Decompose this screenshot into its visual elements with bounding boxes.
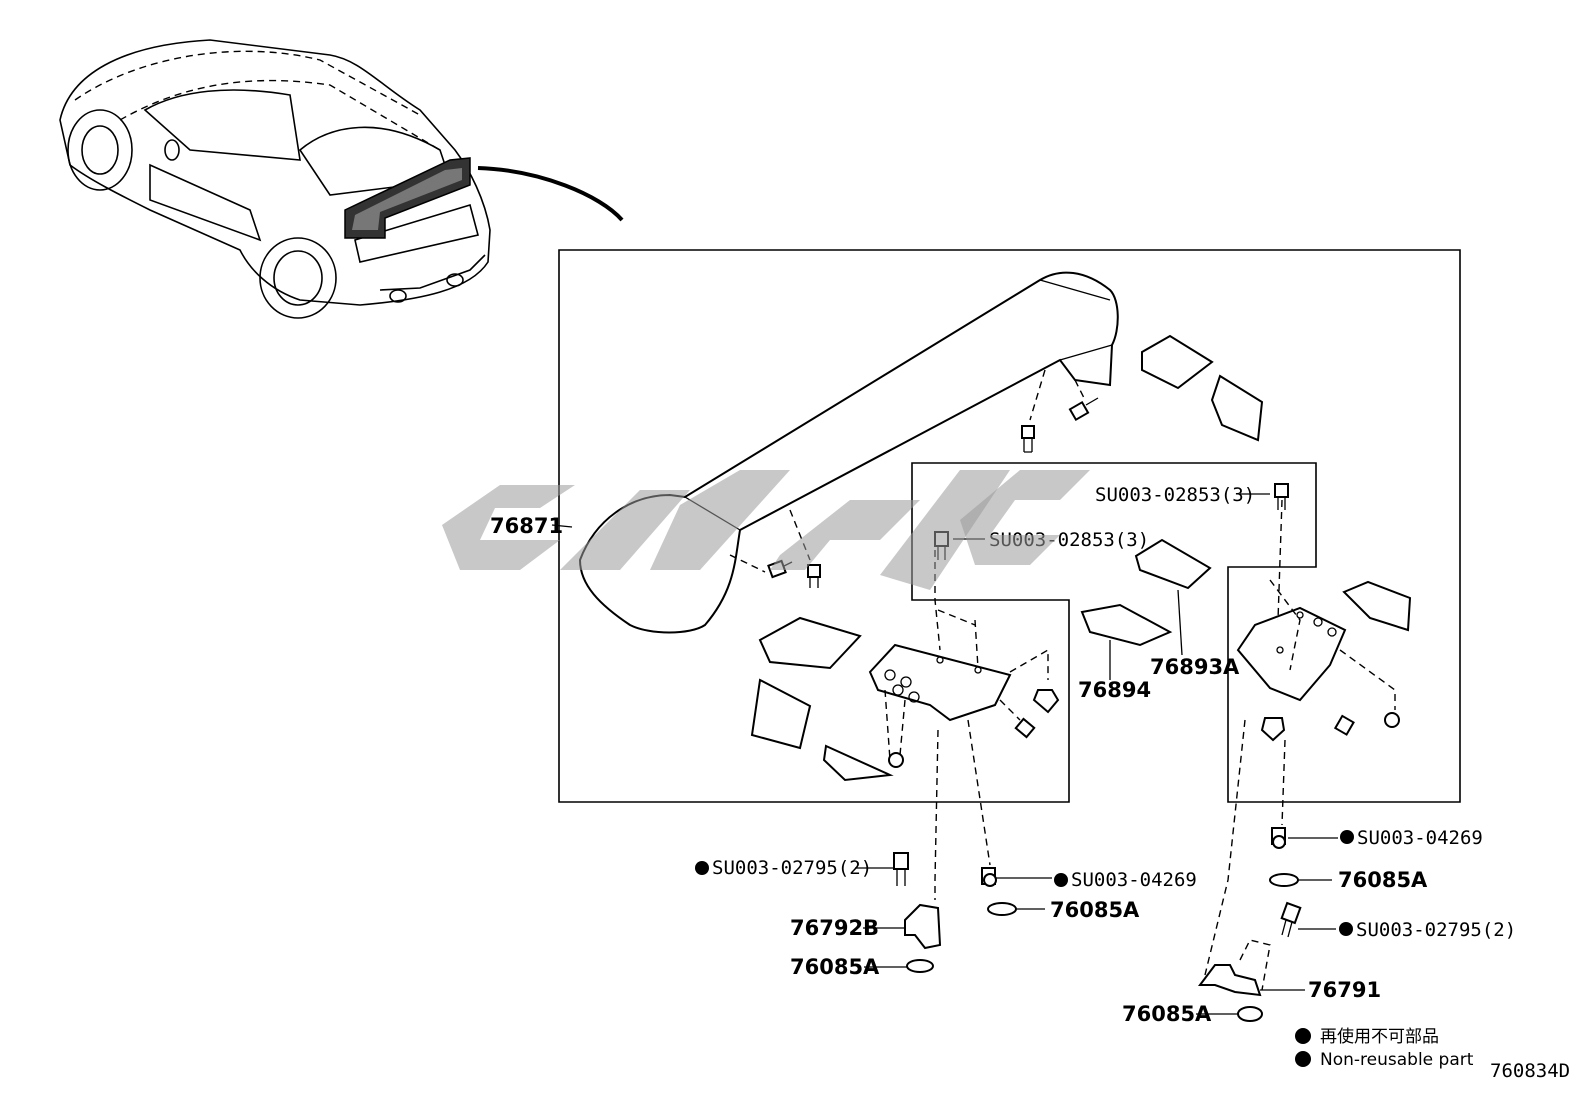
label-76894: 76894 — [1078, 678, 1151, 702]
label-76871: 76871 — [490, 514, 563, 538]
label-76792b: 76792B — [790, 916, 879, 940]
leader-lines — [551, 493, 1338, 1015]
label-76893a: 76893A — [1150, 655, 1240, 679]
tape-pad-icons — [750, 334, 1412, 782]
label-bolt-nr-right2: SU003-02795(2) — [1356, 919, 1516, 941]
label-bolt-nr-right: SU003-04269 — [1357, 827, 1483, 849]
detail-leader-line — [477, 166, 624, 222]
legend-dot-icon — [1295, 1051, 1311, 1067]
label-bolt-right: SU003-02853(3) — [1095, 484, 1255, 506]
car-overview — [59, 39, 491, 319]
legend: 再使用不可部品 Non-reusable part — [1295, 1026, 1474, 1070]
label-cap-right-2: 76085A — [1122, 1002, 1212, 1026]
legend-dot-icon — [1295, 1028, 1311, 1044]
legend-en: Non-reusable part — [1320, 1050, 1474, 1070]
left-mount-bracket — [868, 531, 1060, 768]
brand-logo-watermark — [442, 470, 1090, 590]
label-cap-right-1: 76085A — [1338, 868, 1428, 892]
assembly-outline-box — [558, 249, 1461, 803]
label-cap-left: 76085A — [790, 955, 880, 979]
rear-spoiler — [578, 271, 1119, 634]
label-bolt-nr-left: SU003-02795(2) — [712, 857, 872, 879]
label-cap-center: 76085A — [1050, 898, 1140, 922]
label-76791: 76791 — [1308, 978, 1381, 1002]
label-bolt-nr-center: SU003-04269 — [1071, 869, 1197, 891]
non-reusable-dot-icons — [695, 830, 1354, 936]
diagram-code: 760834D — [1490, 1060, 1570, 1082]
legend-jp: 再使用不可部品 — [1320, 1026, 1439, 1047]
right-mount-bracket — [1236, 483, 1400, 742]
